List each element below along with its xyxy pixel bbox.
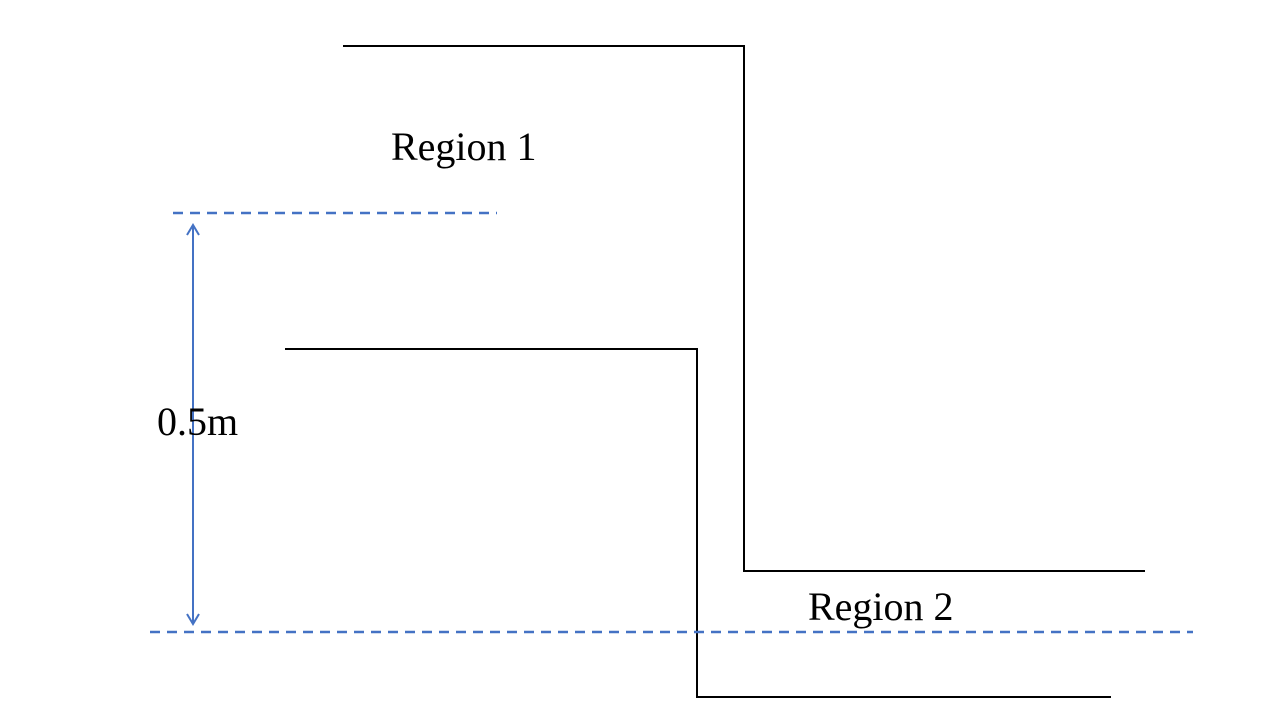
outer-wall-line bbox=[343, 45, 1145, 572]
inner-wall-line bbox=[285, 348, 1111, 698]
dimension-arrow-head-bottom bbox=[186, 613, 200, 626]
region-2-label: Region 2 bbox=[808, 584, 954, 629]
height-dimension-arrow bbox=[186, 223, 200, 626]
region-1-label: Region 1 bbox=[391, 124, 537, 169]
dimension-arrow-head-top bbox=[186, 223, 200, 236]
height-dimension-label: 0.5m bbox=[157, 399, 238, 444]
